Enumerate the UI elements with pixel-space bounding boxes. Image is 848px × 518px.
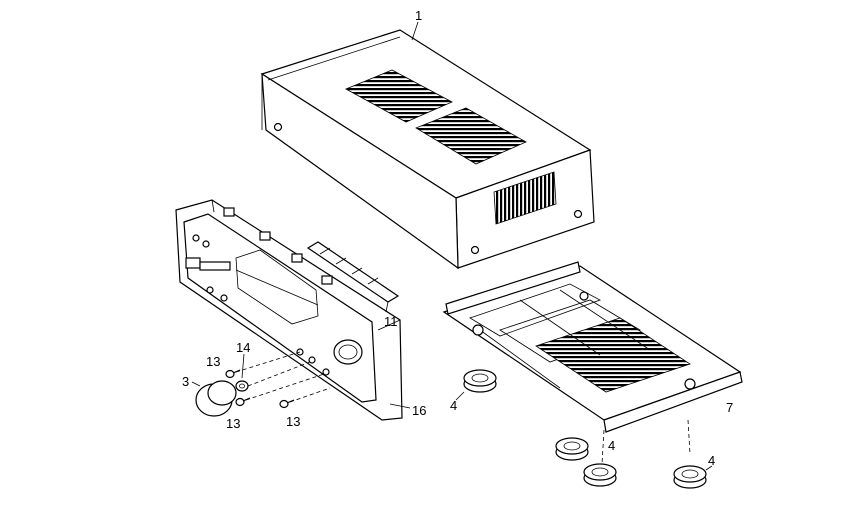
- chassis: [442, 261, 743, 455]
- callout-3: 3: [182, 374, 189, 389]
- callout-16: 16: [412, 403, 426, 418]
- knob: [191, 380, 237, 417]
- foot-left: [455, 369, 497, 401]
- callout-11: 11: [384, 314, 398, 329]
- callout-13-upper: 13: [206, 354, 220, 369]
- callout-4-front: 4: [608, 438, 615, 453]
- callout-13-lower: 13: [226, 416, 240, 431]
- button-strip: [306, 241, 400, 313]
- front-vent: [493, 171, 557, 225]
- callout-4-left: 4: [450, 398, 457, 413]
- callout-14: 14: [236, 340, 250, 355]
- foot-front: [555, 437, 589, 461]
- top-vent-right: [415, 107, 527, 165]
- callout-4-right: 4: [708, 453, 715, 468]
- foot-right: [673, 465, 713, 489]
- callout-1: 1: [415, 8, 422, 23]
- top-vent-left: [345, 69, 453, 123]
- front-panel: [175, 199, 411, 421]
- top-cover: [260, 21, 595, 270]
- callout-13-right: 13: [286, 414, 300, 429]
- callout-7: 7: [726, 400, 733, 415]
- washer: [235, 353, 249, 392]
- foot-center: [583, 429, 617, 487]
